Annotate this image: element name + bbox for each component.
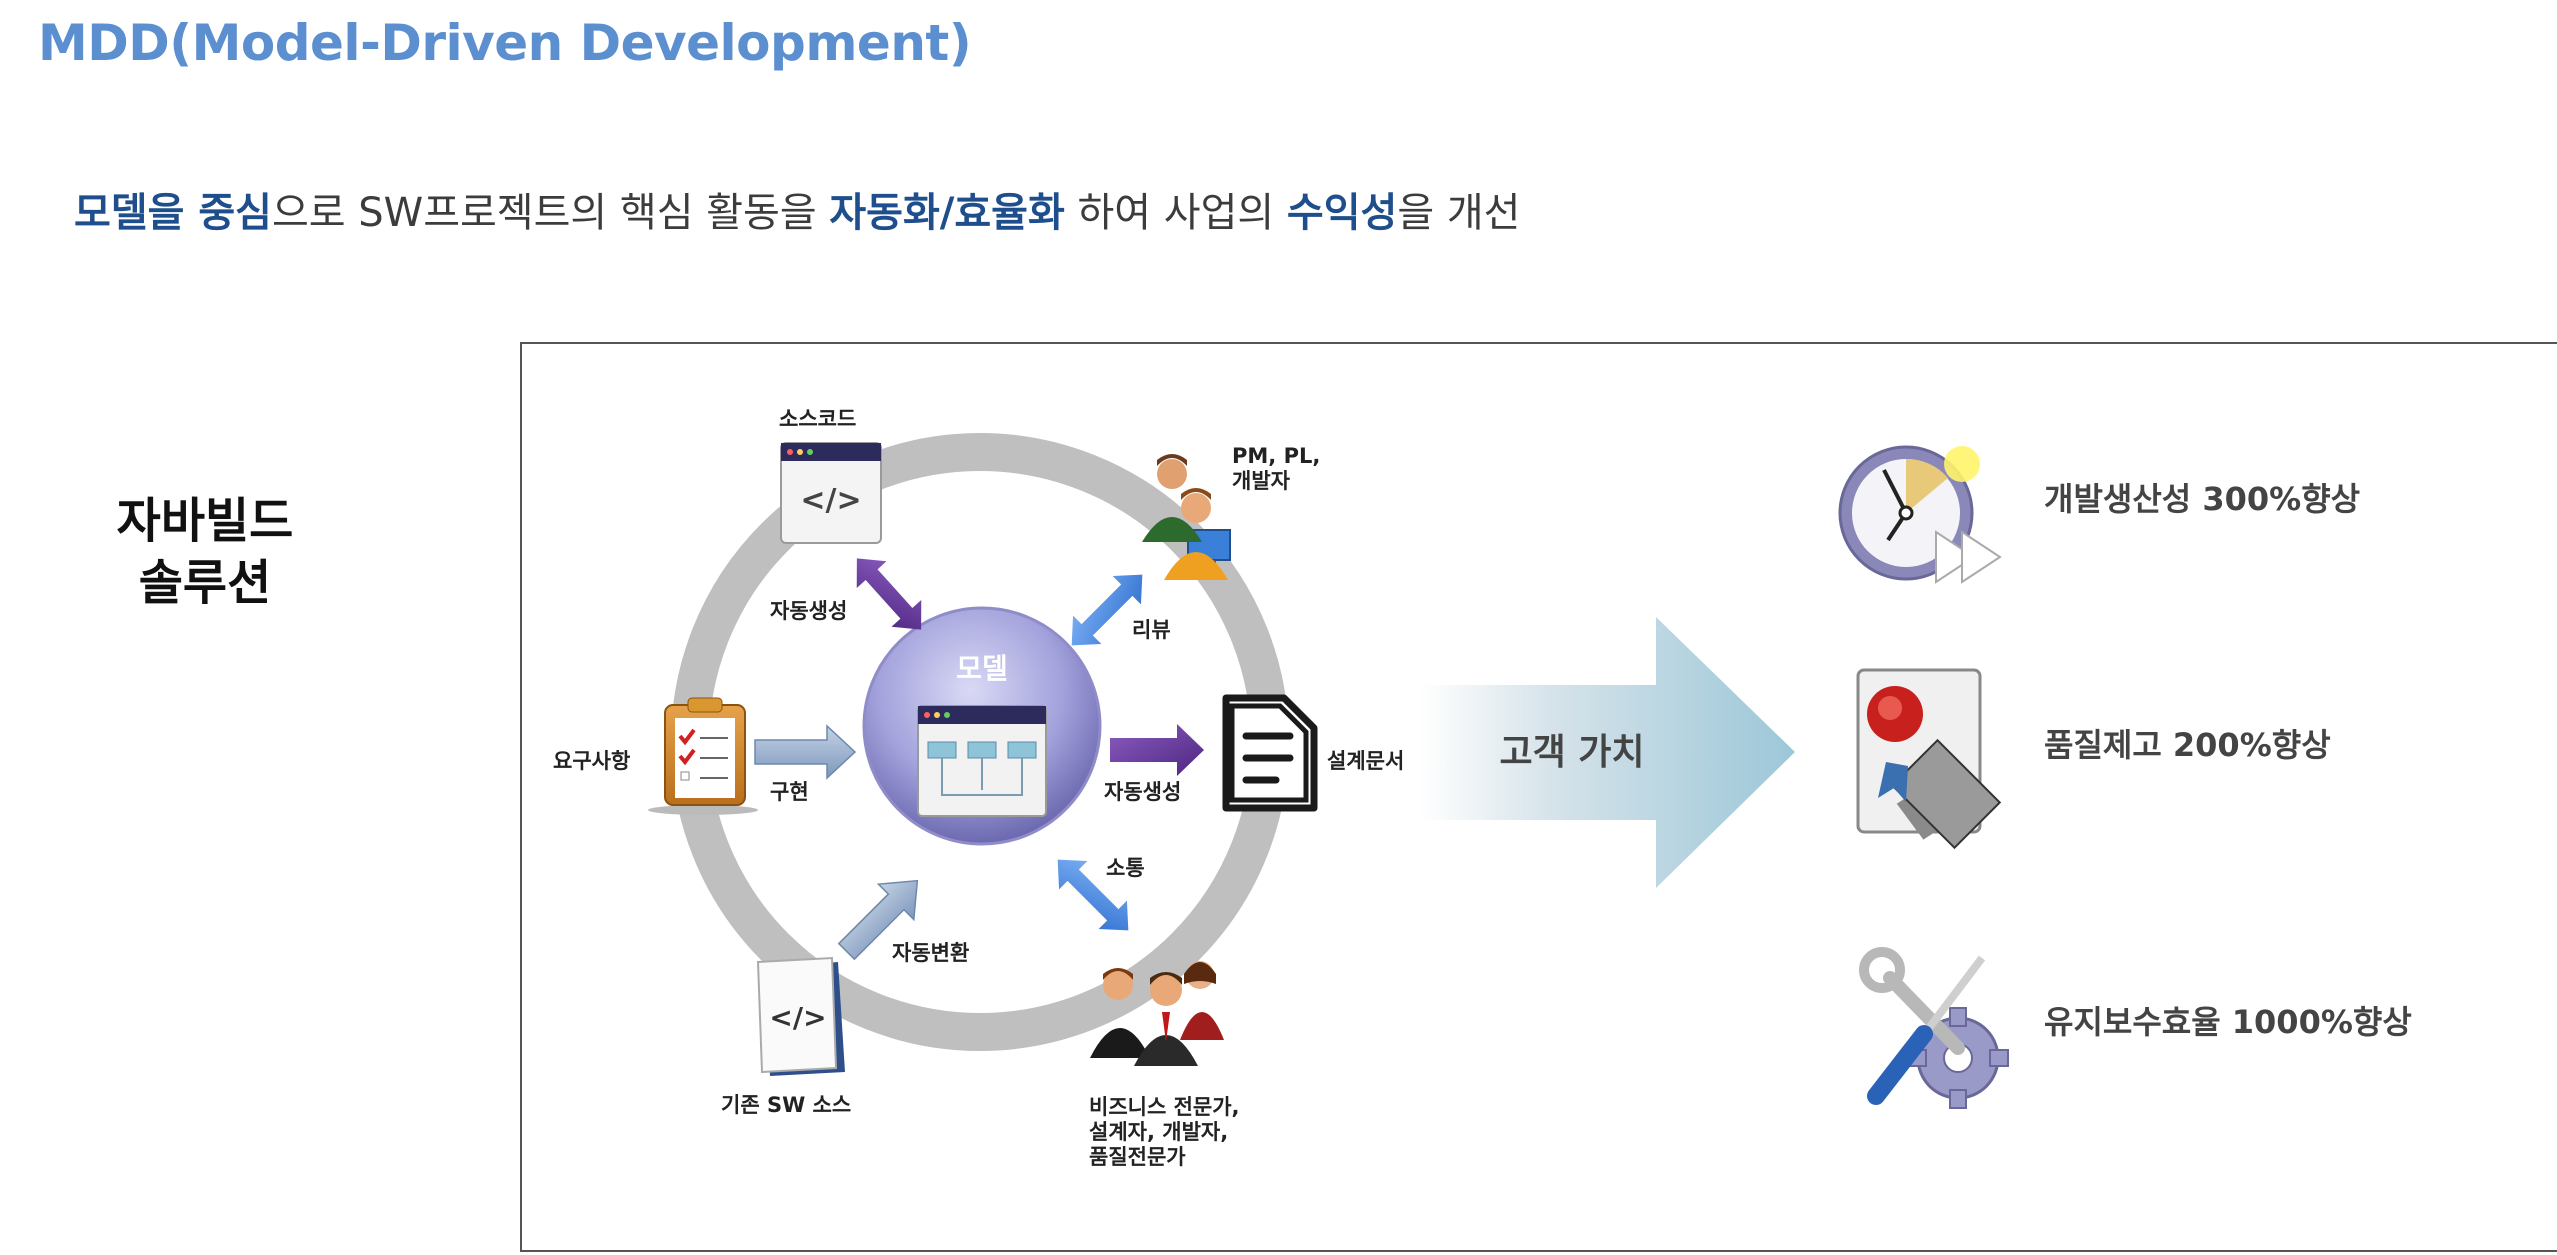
solution-label-line1: 자바빌드 (116, 493, 294, 549)
business-experts-people-icon (1090, 961, 1224, 1066)
design-doc-label: 설계문서 (1327, 749, 1405, 773)
benefit-productivity: 개발생산성 300%향상 (2044, 480, 2361, 518)
svg-text:</>: </> (800, 483, 861, 518)
arrow-autogen-code (856, 558, 922, 630)
tools-gear-icon (1859, 947, 2009, 1109)
model-label: 모델 (956, 652, 1008, 685)
clock-icon (1838, 445, 2002, 584)
arrow-implement (754, 724, 857, 780)
requirements-label: 요구사항 (553, 749, 631, 773)
tagline-emphasis-automation: 자동화/효율화 (829, 190, 1065, 236)
svg-text:</>: </> (769, 1001, 826, 1034)
tagline-text-3: 을 개선 (1397, 190, 1521, 236)
source-code-icon: </> (780, 442, 882, 544)
edge-review-label: 리뷰 (1132, 618, 1171, 642)
edge-autogen-doc-label: 자동생성 (1104, 780, 1182, 804)
tagline-emphasis-profit: 수익성 (1286, 190, 1398, 236)
tagline-text: 으로 SW프로젝트의 핵심 활동을 (271, 190, 830, 236)
customer-value-arrow: 고객 가치 (1420, 617, 1795, 888)
arrow-autogen-doc (1110, 724, 1204, 776)
tagline: 모델을 중심으로 SW프로젝트의 핵심 활동을 자동화/효율화 하여 사업의 수… (74, 180, 1520, 238)
business-experts-label-3: 품질전문가 (1089, 1145, 1186, 1169)
pm-developer-people-icon (1142, 454, 1231, 580)
model-node: 모델 (862, 606, 1102, 846)
document-icon (1222, 694, 1318, 812)
tagline-text-2: 하여 사업의 (1064, 190, 1287, 236)
solution-label: 자바빌드 솔루션 (90, 490, 320, 614)
benefit-quality: 품질제고 200%향상 (2044, 726, 2331, 764)
solution-label-line2: 솔루션 (138, 555, 272, 611)
diagram-frame (520, 342, 2557, 1252)
edge-communicate-label: 소통 (1106, 856, 1145, 880)
edge-implement-label: 구현 (770, 780, 809, 804)
legacy-source-icon: </> (756, 956, 845, 1076)
pm-pl-label: PM, PL, (1232, 444, 1321, 468)
arrow-communicate (1057, 859, 1129, 931)
edge-autoconvert-label: 자동변환 (892, 941, 970, 965)
business-experts-label-1: 비즈니스 전문가, (1089, 1095, 1240, 1119)
edge-autogen-code-label: 자동생성 (770, 599, 848, 623)
business-experts-label-2: 설계자, 개발자, (1089, 1120, 1229, 1144)
benefit-maintenance: 유지보수효율 1000%향상 (2044, 1003, 2412, 1041)
legacy-source-label: 기존 SW 소스 (721, 1093, 852, 1117)
customer-value-label: 고객 가치 (1499, 732, 1644, 773)
tagline-emphasis-model: 모델을 중심 (74, 190, 272, 236)
certificate-icon (1856, 668, 2002, 850)
arrow-review (1071, 574, 1143, 646)
arrow-autoconvert (837, 879, 919, 961)
developer-label: 개발자 (1232, 469, 1290, 493)
source-code-label: 소스코드 (779, 407, 857, 431)
page-title: MDD(Model-Driven Development) (38, 14, 972, 72)
clipboard-icon (648, 697, 758, 815)
